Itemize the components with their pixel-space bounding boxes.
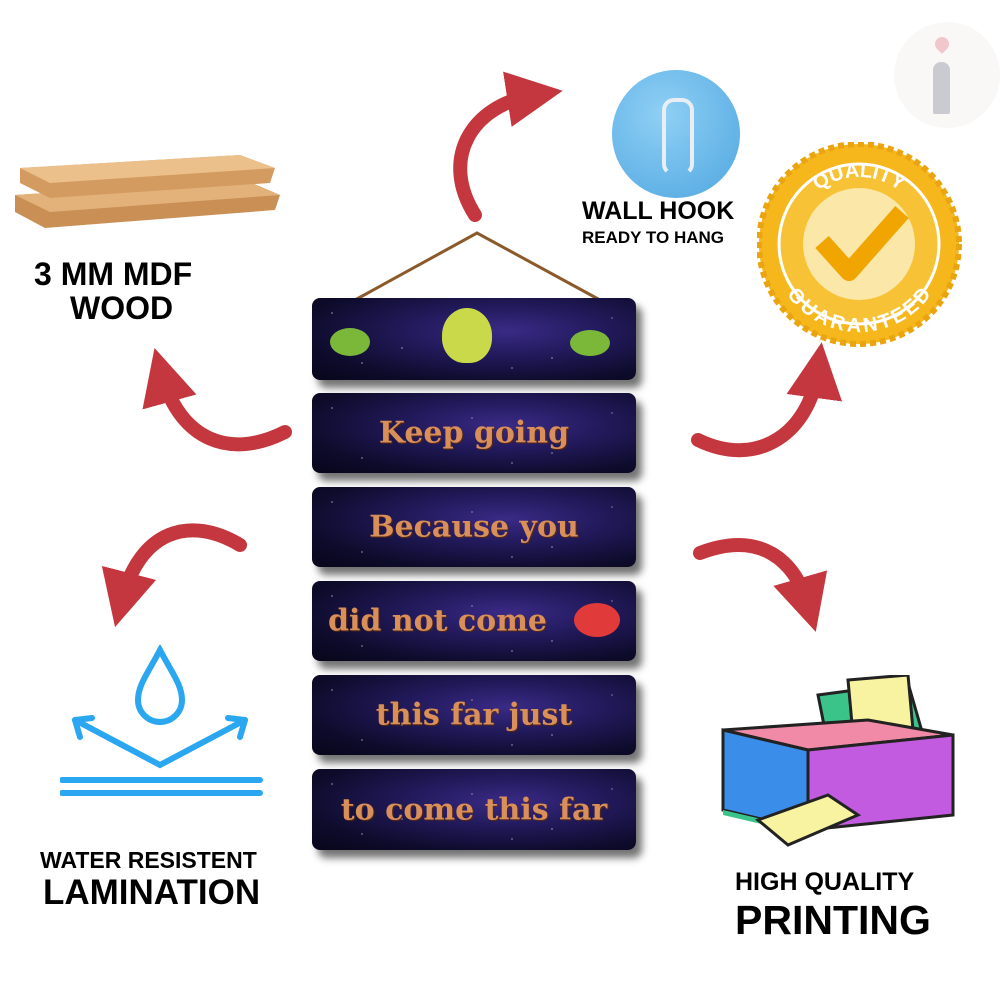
hook-title: WALL HOOK (582, 197, 735, 225)
bird-icon (330, 328, 370, 356)
water-resistant-icon (60, 645, 263, 796)
plank-text: did not come (328, 603, 548, 639)
plank-text: to come this far (340, 792, 608, 827)
plank-birds (312, 298, 636, 380)
brand-logo (894, 22, 1000, 128)
wall-hook-icon (612, 70, 740, 198)
wood-boards-icon (15, 155, 280, 228)
water-label-line2: LAMINATION (43, 873, 261, 912)
printer-icon (721, 675, 955, 847)
plank: to come this far (312, 769, 636, 850)
printing-label-line2: PRINTING (735, 897, 931, 943)
arrow-to-hook (453, 71, 563, 222)
arrow-to-wood (142, 348, 292, 452)
arrow-to-quality (691, 342, 843, 458)
bird-icon (570, 330, 610, 356)
arrow-to-water (101, 523, 247, 628)
plank: Keep going (312, 393, 636, 473)
plank: this far just (312, 675, 636, 755)
plank-text: Keep going (378, 415, 570, 451)
red-bird-icon (574, 603, 620, 637)
plank-text: this far just (375, 697, 573, 733)
wood-label-line2: WOOD (70, 290, 174, 326)
printing-label-line1: HIGH QUALITY (735, 868, 915, 896)
quality-badge-icon: QUALITY GUARANTEED (757, 142, 962, 347)
arrow-to-printer (693, 538, 828, 632)
plank: Because you (312, 487, 636, 567)
wood-label-line1: 3 MM MDF (34, 256, 193, 292)
owl-icon (442, 308, 492, 363)
plank-text: Because you (369, 509, 579, 545)
water-label-line1: WATER RESISTENT (40, 847, 257, 873)
plank: did not come (312, 581, 636, 661)
hook-subtitle: READY TO HANG (582, 228, 725, 247)
